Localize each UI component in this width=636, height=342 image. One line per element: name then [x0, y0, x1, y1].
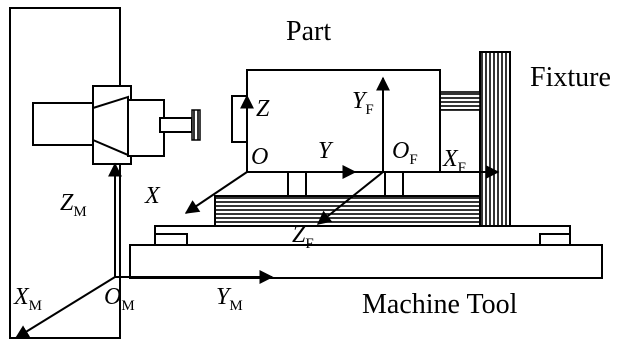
fixture-x-label: XF: [442, 146, 466, 176]
fixture-z-label: ZF: [292, 222, 314, 252]
fixture-wall: [439, 51, 511, 227]
part-y-label: Y: [318, 138, 334, 164]
machine-base: [129, 225, 603, 279]
machine-tool-label: Machine Tool: [362, 289, 518, 320]
machine-x-label: XM: [13, 284, 42, 314]
machine-origin-label: OM: [104, 284, 135, 314]
machine-y-label: YM: [216, 284, 243, 314]
part-block: [231, 69, 441, 197]
part-origin-label: O: [251, 144, 268, 170]
part-z-label: Z: [256, 96, 270, 122]
machine-z-label: ZM: [60, 190, 87, 220]
part-frame-axes: [184, 94, 357, 214]
fixture-origin-label: OF: [392, 138, 418, 168]
fixture-frame-axes: [316, 76, 500, 225]
machine-frame-axes: [14, 162, 274, 339]
fixture-label: Fixture: [530, 62, 611, 93]
fixture-y-label: YF: [352, 88, 374, 118]
part-x-label: X: [144, 183, 161, 209]
part-label: Part: [286, 16, 331, 47]
spindle-head: [32, 85, 201, 165]
